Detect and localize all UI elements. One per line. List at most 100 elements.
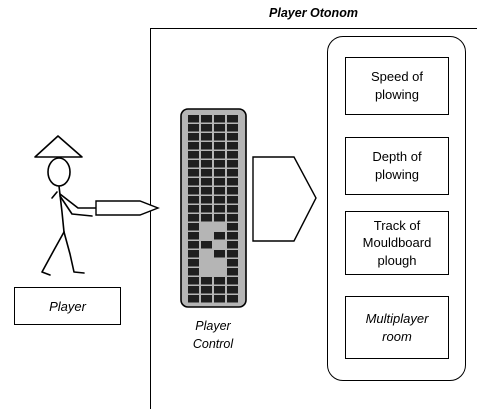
keypad-key <box>188 268 199 276</box>
feature-line: room <box>382 328 412 344</box>
control-label-line: Player <box>195 319 231 333</box>
keypad-key <box>201 142 212 150</box>
keypad-key <box>227 151 238 159</box>
keypad-key <box>227 160 238 168</box>
keypad-key <box>227 259 238 267</box>
player-figure-icon <box>34 135 97 276</box>
keypad-key <box>214 205 225 213</box>
keypad-key <box>214 124 225 132</box>
keypad-key <box>227 196 238 204</box>
keypad-key <box>201 295 212 303</box>
keypad-key <box>227 142 238 150</box>
keypad-key <box>214 250 225 258</box>
keypad-key <box>201 196 212 204</box>
keypad-key <box>227 187 238 195</box>
keypad-key <box>201 187 212 195</box>
keypad-key <box>201 241 212 249</box>
keypad-key <box>188 160 199 168</box>
keypad-key <box>188 151 199 159</box>
keypad-key <box>201 205 212 213</box>
keypad-controller-icon <box>180 108 247 308</box>
keypad-key <box>227 250 238 258</box>
keypad-key <box>227 277 238 285</box>
arrow-right-icon <box>252 156 317 242</box>
control-label: Player Control <box>180 318 246 353</box>
keypad-key <box>188 133 199 141</box>
keypad-key <box>214 151 225 159</box>
keypad-key <box>188 241 199 249</box>
feature-line: plough <box>377 252 417 268</box>
keypad-key <box>227 124 238 132</box>
keypad-key <box>201 214 212 222</box>
keypad-key <box>201 277 212 285</box>
keypad-key <box>188 214 199 222</box>
keypad-key <box>188 295 199 303</box>
keypad-key <box>214 178 225 186</box>
features-panel <box>327 36 466 381</box>
keypad-key <box>188 115 199 123</box>
keypad-key <box>188 142 199 150</box>
keypad-key <box>214 142 225 150</box>
feature-line: Speed of <box>370 69 424 85</box>
system-boundary <box>150 28 477 409</box>
keypad-key <box>227 286 238 294</box>
keypad-key <box>188 187 199 195</box>
keypad-key <box>214 115 225 123</box>
keypad-key <box>188 232 199 240</box>
keypad-key <box>188 259 199 267</box>
feature-line: Mouldboard <box>362 235 432 251</box>
keypad-key <box>201 178 212 186</box>
keypad-key <box>214 232 225 240</box>
keypad-key <box>227 232 238 240</box>
keypad-key <box>214 187 225 195</box>
keypad-key <box>188 223 199 231</box>
keypad-key <box>227 223 238 231</box>
keypad-key <box>188 205 199 213</box>
keypad-key <box>188 196 199 204</box>
pointer-arrow-icon <box>95 200 160 216</box>
feature-line: Track of <box>373 217 421 233</box>
keypad-key <box>201 160 212 168</box>
control-label-line: Control <box>192 336 234 351</box>
feature-line: Multiplayer <box>365 310 429 326</box>
keypad-key <box>214 196 225 204</box>
keypad-key <box>214 133 225 141</box>
keypad-key <box>227 214 238 222</box>
keypad-key <box>227 268 238 276</box>
keypad-key <box>201 151 212 159</box>
system-title: Player Otonom <box>269 6 358 20</box>
keypad-key <box>214 277 225 285</box>
keypad-key <box>227 205 238 213</box>
keypad-key <box>214 169 225 177</box>
keypad-key <box>227 169 238 177</box>
keypad-key <box>188 286 199 294</box>
keypad-key <box>188 277 199 285</box>
feature-line: plowing <box>374 87 420 102</box>
diagram-graphics <box>34 108 317 308</box>
keypad-key <box>201 115 212 123</box>
keypad-key <box>188 178 199 186</box>
feature-line: plowing <box>374 167 420 182</box>
keypad-key <box>188 250 199 258</box>
keypad-key <box>188 169 199 177</box>
keypad-key <box>227 241 238 249</box>
keypad-key <box>201 133 212 141</box>
keypad-key <box>201 286 212 294</box>
player-label: Player <box>49 298 86 314</box>
keypad-key <box>227 295 238 303</box>
feature-multiplayer-room: Multiplayer room <box>345 296 449 359</box>
keypad-key <box>214 286 225 294</box>
feature-line: Depth of <box>372 149 422 165</box>
keypad-key <box>201 124 212 132</box>
keypad-key <box>214 214 225 222</box>
keypad-key <box>201 169 212 177</box>
feature-speed-of-plowing: Speed of plowing <box>345 57 449 115</box>
keypad-key <box>188 124 199 132</box>
keypad-key <box>227 178 238 186</box>
feature-depth-of-plowing: Depth of plowing <box>345 137 449 195</box>
keypad-key <box>214 160 225 168</box>
keypad-key <box>227 115 238 123</box>
player-label-box: Player <box>14 287 121 325</box>
keypad-key <box>214 295 225 303</box>
keypad-key <box>227 133 238 141</box>
